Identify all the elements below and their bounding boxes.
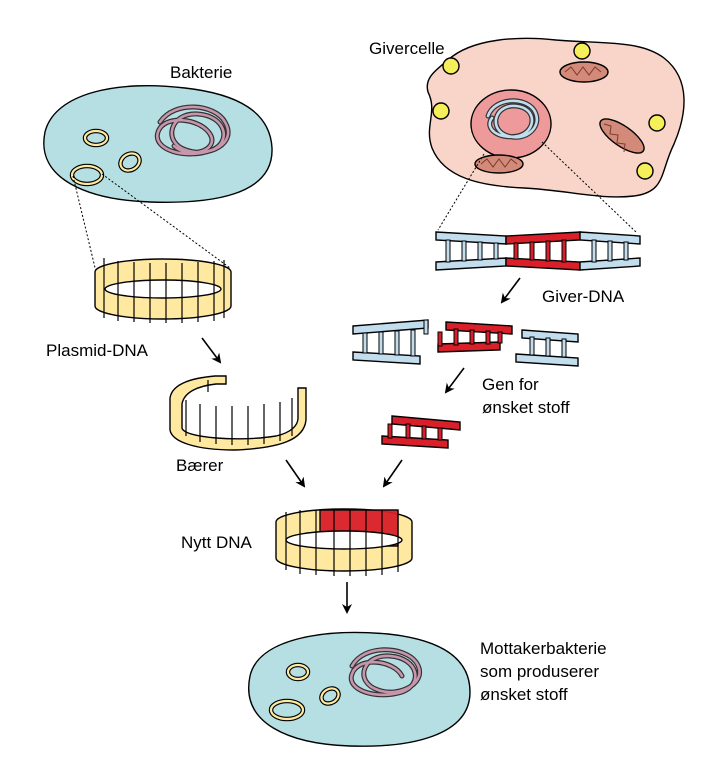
mitochondrion [474, 154, 524, 174]
granule [432, 102, 450, 120]
bacterium-chromosome [154, 104, 231, 157]
recipient-chromosome [348, 647, 423, 698]
recipient-plasmid [319, 686, 341, 706]
donor-cell-label: Givercelle [369, 39, 445, 58]
new-dna-ring [275, 508, 413, 576]
recipient-label-line2: som produserer [480, 662, 599, 681]
bacterium-plasmid [118, 151, 142, 173]
recipient-recombinant-plasmid [268, 698, 306, 722]
bacterium-label: Bakterie [170, 63, 232, 82]
zoom-lines-bacterium [72, 173, 231, 277]
donor-dna-strand [435, 231, 641, 271]
carrier-label: Bærer [176, 456, 224, 475]
plasmid-dna-label: Plasmid-DNA [46, 341, 149, 360]
donor-cell [426, 37, 685, 198]
granule [636, 162, 654, 180]
isolated-gene [381, 415, 461, 449]
plasmid-ring [94, 258, 232, 323]
mitochondrion [559, 61, 609, 83]
bacterium-top [43, 84, 273, 203]
gene-label-line2: ønsket stoff [482, 398, 570, 417]
donor-chromosome [485, 98, 540, 140]
granule [573, 42, 591, 60]
gene-label-line1: Gen for [482, 375, 539, 394]
recipient-label-line1: Mottakerbakterie [480, 639, 607, 658]
new-dna-label: Nytt DNA [181, 533, 253, 552]
recipient-bacterium [248, 631, 471, 747]
mitochondrion [599, 118, 645, 154]
arrow-plasmid-to-carrier [201, 337, 222, 364]
bacterium-plasmid [82, 128, 110, 148]
bacterium-plasmid-selected [69, 163, 105, 187]
granule [442, 57, 460, 75]
recipient-label-line3: ønsket stoff [480, 685, 568, 704]
cut-donor-dna [352, 319, 579, 367]
zoom-lines-donor [437, 141, 637, 233]
arrow-gene-to-new-dna [382, 459, 403, 488]
recipient-plasmid [285, 662, 311, 682]
arrow-donor-dna-cut [500, 277, 521, 304]
carrier-open-plasmid [169, 375, 307, 451]
granule [648, 114, 666, 132]
donor-dna-label: Giver-DNA [542, 287, 625, 306]
arrow-carrier-to-new-dna [285, 459, 306, 488]
arrow-to-gene [444, 367, 465, 394]
